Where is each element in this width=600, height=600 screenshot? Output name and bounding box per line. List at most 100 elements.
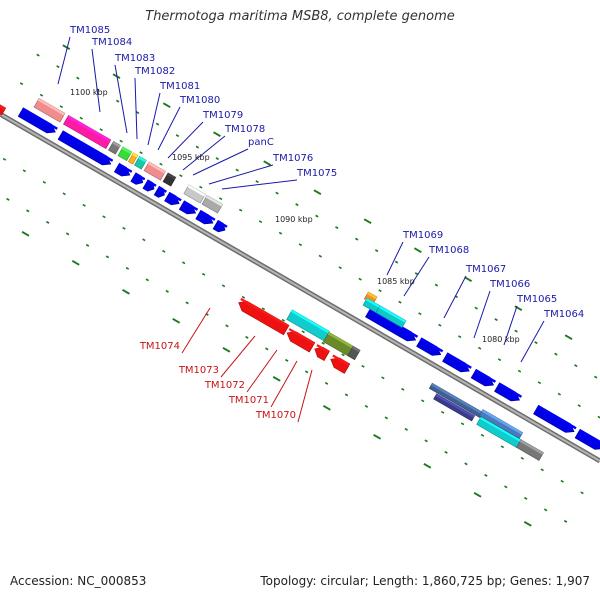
gene-feature (375, 305, 407, 329)
tick-mark (281, 318, 286, 322)
tick-mark (201, 272, 206, 276)
gene-feature (442, 352, 472, 373)
tick-mark (39, 93, 44, 97)
tick-mark-major (122, 288, 130, 295)
tick-mark (338, 266, 342, 270)
tick-mark (440, 410, 445, 414)
tick-mark (398, 300, 402, 304)
gene-feature (314, 344, 331, 362)
gene-feature (164, 191, 182, 206)
gene-feature (63, 115, 112, 149)
tick-mark (460, 422, 465, 426)
tick-mark (6, 197, 10, 201)
tick-mark-major (272, 375, 281, 382)
tick-mark-major (322, 404, 331, 411)
tick-mark (577, 404, 581, 408)
tick-mark (261, 307, 266, 311)
tick-mark (341, 353, 345, 357)
tick-mark (374, 249, 379, 253)
tick-mark (484, 473, 488, 477)
tick-mark (324, 381, 329, 385)
gene-feature (134, 156, 147, 170)
tick-mark (560, 479, 564, 483)
gene-label-top: TM1079 (202, 110, 243, 121)
tick-mark (159, 162, 163, 166)
tick-mark (99, 128, 103, 132)
tick-mark (597, 415, 600, 419)
tick-mark (321, 341, 325, 345)
gene-feature (130, 172, 146, 185)
gene-feature (238, 297, 290, 336)
tick-mark (255, 180, 259, 184)
tick-mark (238, 208, 243, 212)
tick-mark (19, 82, 24, 86)
tick-mark (361, 364, 365, 368)
tick-mark (304, 370, 309, 374)
map-title: Thermotoga maritima MSB8, complete genom… (145, 9, 455, 24)
tick-mark (139, 151, 143, 155)
tick-mark (543, 508, 548, 512)
tick-mark (298, 243, 303, 247)
gene-label-top: TM1081 (159, 81, 200, 92)
tick-mark (514, 329, 518, 333)
gene-label-right: TM1065 (516, 294, 557, 305)
backbone (0, 111, 600, 464)
gene-feature (470, 368, 497, 387)
gene-feature (0, 104, 7, 116)
gene-label-right: TM1067 (465, 264, 506, 275)
tick-mark (458, 335, 462, 339)
gene-feature (178, 200, 199, 215)
tick-mark (265, 347, 269, 351)
gene-label-top: TM1078 (224, 124, 265, 135)
gene-feature (416, 337, 444, 356)
tick-mark (165, 289, 169, 293)
tick-mark (517, 369, 522, 373)
tick-mark-major (222, 346, 231, 353)
features (0, 98, 600, 461)
tick-mark (162, 249, 166, 253)
tick-mark (418, 312, 422, 316)
tick-mark (145, 278, 149, 282)
tick-mark (235, 168, 239, 172)
tick-mark-major (514, 305, 523, 312)
tick-mark-major (71, 259, 80, 266)
tick-mark (335, 226, 339, 230)
gene-feature (17, 107, 58, 134)
tick-mark (182, 261, 186, 265)
tick-mark (524, 496, 528, 500)
gene-label-right: TM1066 (489, 279, 530, 290)
tick-mark (175, 134, 180, 138)
position-label: 1085 kbp (377, 277, 415, 286)
tick-mark (36, 53, 40, 57)
tick-mark-major (373, 433, 382, 440)
tick-mark (404, 427, 408, 431)
gene-feature (183, 184, 206, 204)
tick-mark (295, 203, 299, 207)
tick-mark-major (413, 247, 422, 254)
tick-mark (318, 254, 323, 258)
tick-mark (199, 185, 203, 189)
tick-mark (364, 404, 369, 408)
tick-mark-major (162, 102, 171, 109)
tick-mark (500, 445, 505, 449)
gene-feature (516, 439, 544, 461)
tick-mark (434, 283, 439, 287)
tick-mark (135, 111, 140, 115)
tick-mark (477, 346, 482, 350)
tick-mark (119, 139, 123, 143)
gene-feature (533, 404, 577, 433)
position-label: 1080 kbp (482, 335, 520, 344)
gene-feature (113, 162, 133, 177)
tick-mark (344, 393, 349, 397)
tick-mark (464, 462, 468, 466)
gene-feature (117, 146, 133, 161)
tick-mark (534, 341, 538, 345)
tick-mark (42, 180, 46, 184)
tick-mark-major (263, 160, 272, 167)
gene-label-top: TM1085 (69, 25, 110, 36)
tick-mark (424, 439, 428, 443)
tick-mark (537, 381, 542, 385)
tick-mark (102, 215, 106, 219)
tick-mark (225, 324, 229, 328)
